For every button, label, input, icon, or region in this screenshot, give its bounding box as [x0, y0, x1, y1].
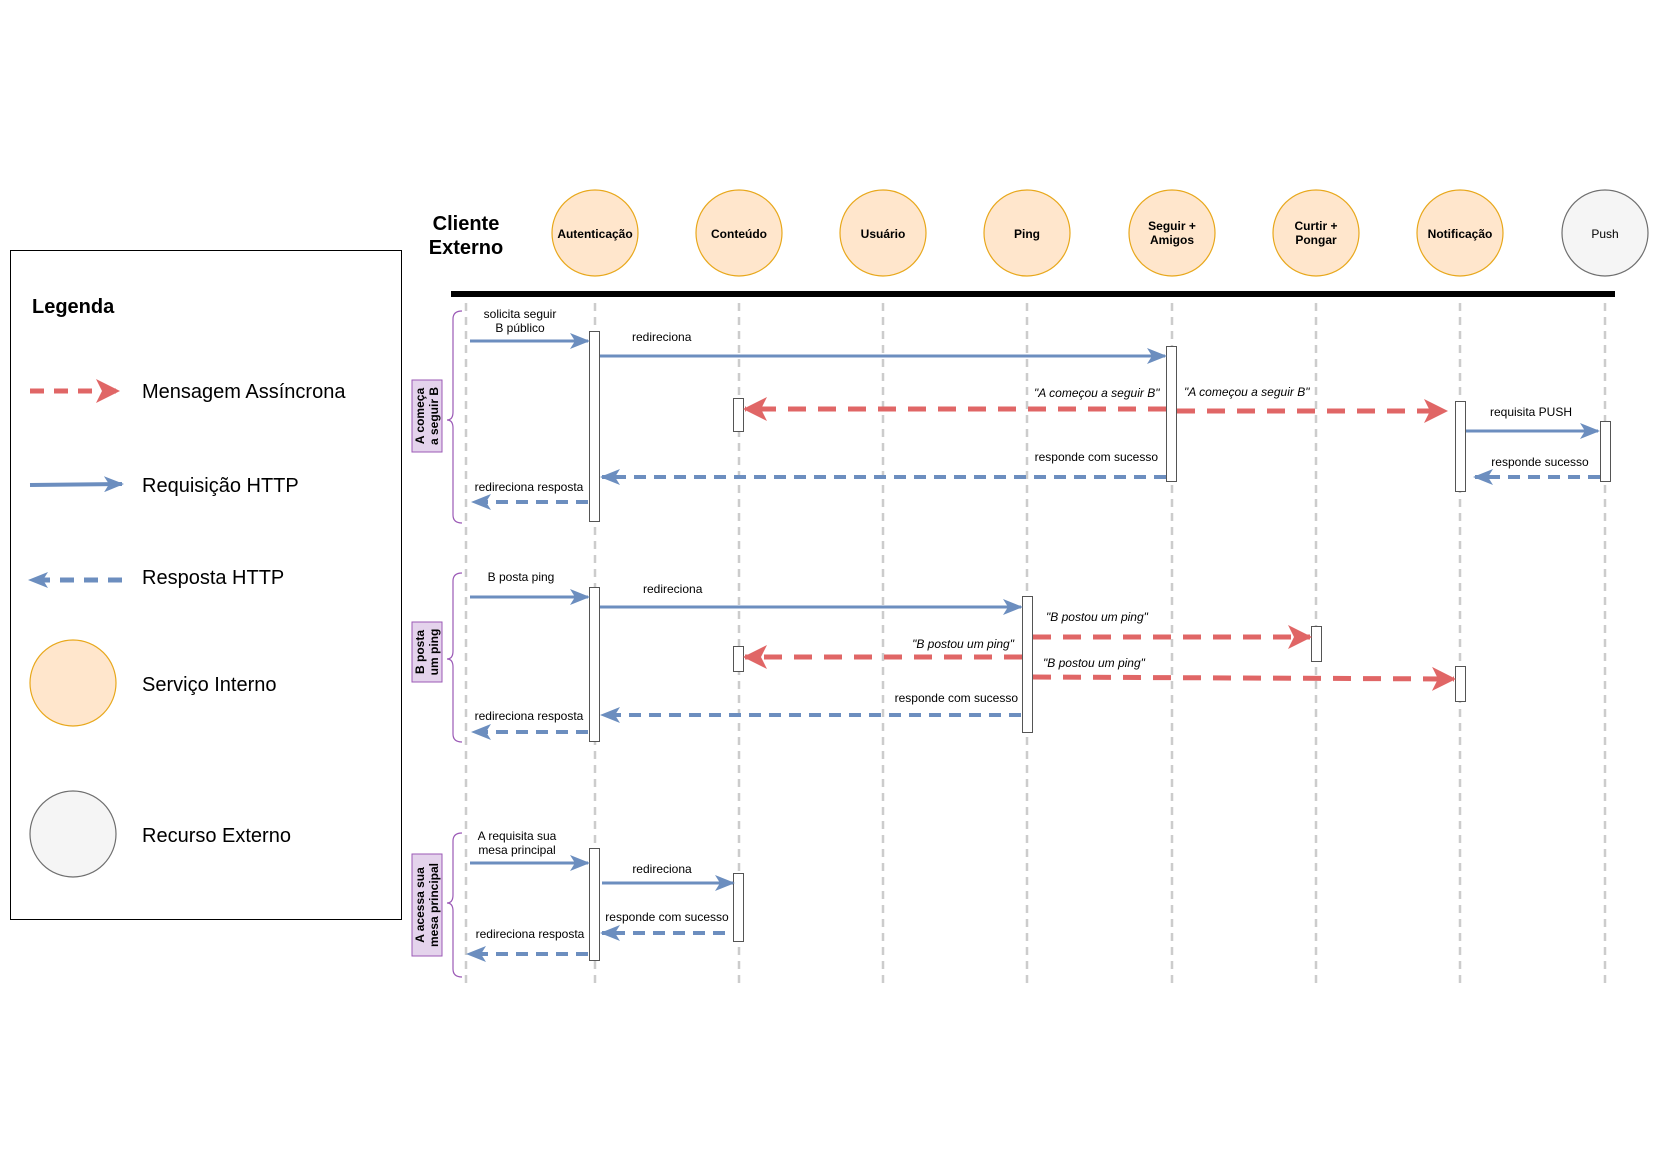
activation-bar	[733, 398, 744, 432]
group-brace	[446, 572, 463, 743]
activation-bar	[1166, 346, 1177, 482]
participant-label: Seguir +	[1148, 219, 1196, 233]
participant-label: Push	[1591, 227, 1618, 241]
message-label: "A começou a seguir B"	[1184, 385, 1310, 399]
participant: Curtir +Pongar	[1272, 189, 1360, 277]
client-title-line2: Externo	[429, 237, 503, 259]
legend-async-label: Mensagem Assíncrona	[142, 381, 346, 403]
legend-request-label: Requisição HTTP	[142, 475, 299, 497]
message-label: redireciona	[632, 862, 692, 876]
message-label: responde com sucesso	[895, 691, 1019, 705]
group-label: mesa principal	[427, 863, 441, 947]
message-label: B posta ping	[488, 570, 555, 584]
message-label: responde com sucesso	[1035, 450, 1159, 464]
participant: Push	[1561, 189, 1649, 277]
legend: Legenda Mensagem Assíncrona Requisição H…	[10, 250, 402, 920]
group-markers: A começa a seguir B B posta um ping A ac…	[411, 310, 463, 978]
client-title-line1: Cliente	[433, 213, 500, 235]
group-label: um ping	[427, 629, 441, 676]
http-request-swatch	[29, 476, 124, 493]
message-label: A requisita sua	[478, 829, 557, 843]
activation-bar	[1022, 596, 1033, 733]
participant-label: Autenticação	[557, 227, 632, 241]
participant-label: Curtir +	[1294, 219, 1337, 233]
participant: Seguir +Amigos	[1128, 189, 1216, 277]
activation-bars	[589, 331, 1611, 961]
legend-title: Legenda	[32, 296, 115, 318]
internal-service-circle	[695, 189, 783, 277]
group-brace	[446, 832, 463, 978]
group-label-box	[411, 621, 443, 683]
activation-bar	[589, 587, 600, 742]
message-label: B público	[495, 321, 545, 335]
participant-label: Conteúdo	[711, 227, 767, 241]
internal-service-swatch	[29, 639, 117, 727]
group-label: A começa	[413, 388, 427, 445]
internal-service-circle	[1416, 189, 1504, 277]
legend-internal-label: Serviço Interno	[142, 674, 277, 696]
message-label: redireciona resposta	[476, 927, 585, 941]
message-label: requisita PUSH	[1490, 405, 1572, 419]
message-label: mesa principal	[478, 843, 555, 857]
participant: Autenticação	[551, 189, 639, 277]
group-label-box	[411, 379, 443, 453]
message-label: redireciona resposta	[475, 709, 584, 723]
group-label: B posta	[413, 630, 427, 674]
legend-response-label: Resposta HTTP	[142, 567, 284, 589]
group-brace	[446, 310, 463, 524]
activation-bar	[589, 331, 600, 522]
group-label: A acessa sua	[413, 867, 427, 943]
participant-label: Notificação	[1428, 227, 1493, 241]
message-label: responde com sucesso	[605, 910, 729, 924]
message-label: solicita seguir	[484, 307, 557, 321]
participant: Usuário	[839, 189, 927, 277]
internal-service-circle	[1128, 189, 1216, 277]
message-label: redireciona resposta	[475, 480, 584, 494]
external-resource-swatch	[29, 790, 117, 878]
message-label: redireciona	[643, 582, 703, 596]
participant-label: Ping	[1014, 227, 1040, 241]
client-header: Cliente Externo	[429, 213, 503, 259]
participant-label: Pongar	[1295, 233, 1337, 247]
legend-external-label: Recurso Externo	[142, 825, 291, 847]
message-label: "B postou um ping"	[1043, 656, 1146, 670]
async-message-arrow	[1032, 666, 1456, 691]
participant-label: Amigos	[1150, 233, 1194, 247]
participant: Notificação	[1416, 189, 1504, 277]
internal-service-circle	[983, 189, 1071, 277]
header-divider	[451, 291, 1615, 297]
activation-bar	[1455, 666, 1466, 702]
participant-label: Usuário	[861, 227, 906, 241]
internal-service-circle	[551, 189, 639, 277]
participant: Conteúdo	[695, 189, 783, 277]
group1-messages: solicita seguir B público redireciona "A…	[470, 307, 1600, 510]
group-label: a seguir B	[427, 387, 441, 445]
participants: Autenticação Conteúdo Usuário Ping Seguir +A…	[551, 189, 1649, 277]
activation-bar	[1455, 401, 1466, 492]
group2-messages: B posta ping redireciona "B postou um pi…	[470, 570, 1456, 740]
message-label: "B postou um ping"	[912, 637, 1015, 651]
activation-bar	[1600, 421, 1611, 482]
message-label: "B postou um ping"	[1046, 610, 1149, 624]
message-label: "A começou a seguir B"	[1034, 386, 1160, 400]
activation-bar	[733, 873, 744, 942]
activation-bar	[589, 848, 600, 961]
activation-bar	[1311, 626, 1322, 662]
internal-service-circle	[839, 189, 927, 277]
group-label-box	[411, 853, 443, 957]
internal-service-circle	[1272, 189, 1360, 277]
external-resource-circle	[1561, 189, 1649, 277]
group3-messages: A requisita sua mesa principal redirecio…	[466, 829, 735, 962]
message-label: responde sucesso	[1491, 455, 1589, 469]
activation-bar	[733, 646, 744, 672]
participant: Ping	[983, 189, 1071, 277]
message-label: redireciona	[632, 330, 692, 344]
